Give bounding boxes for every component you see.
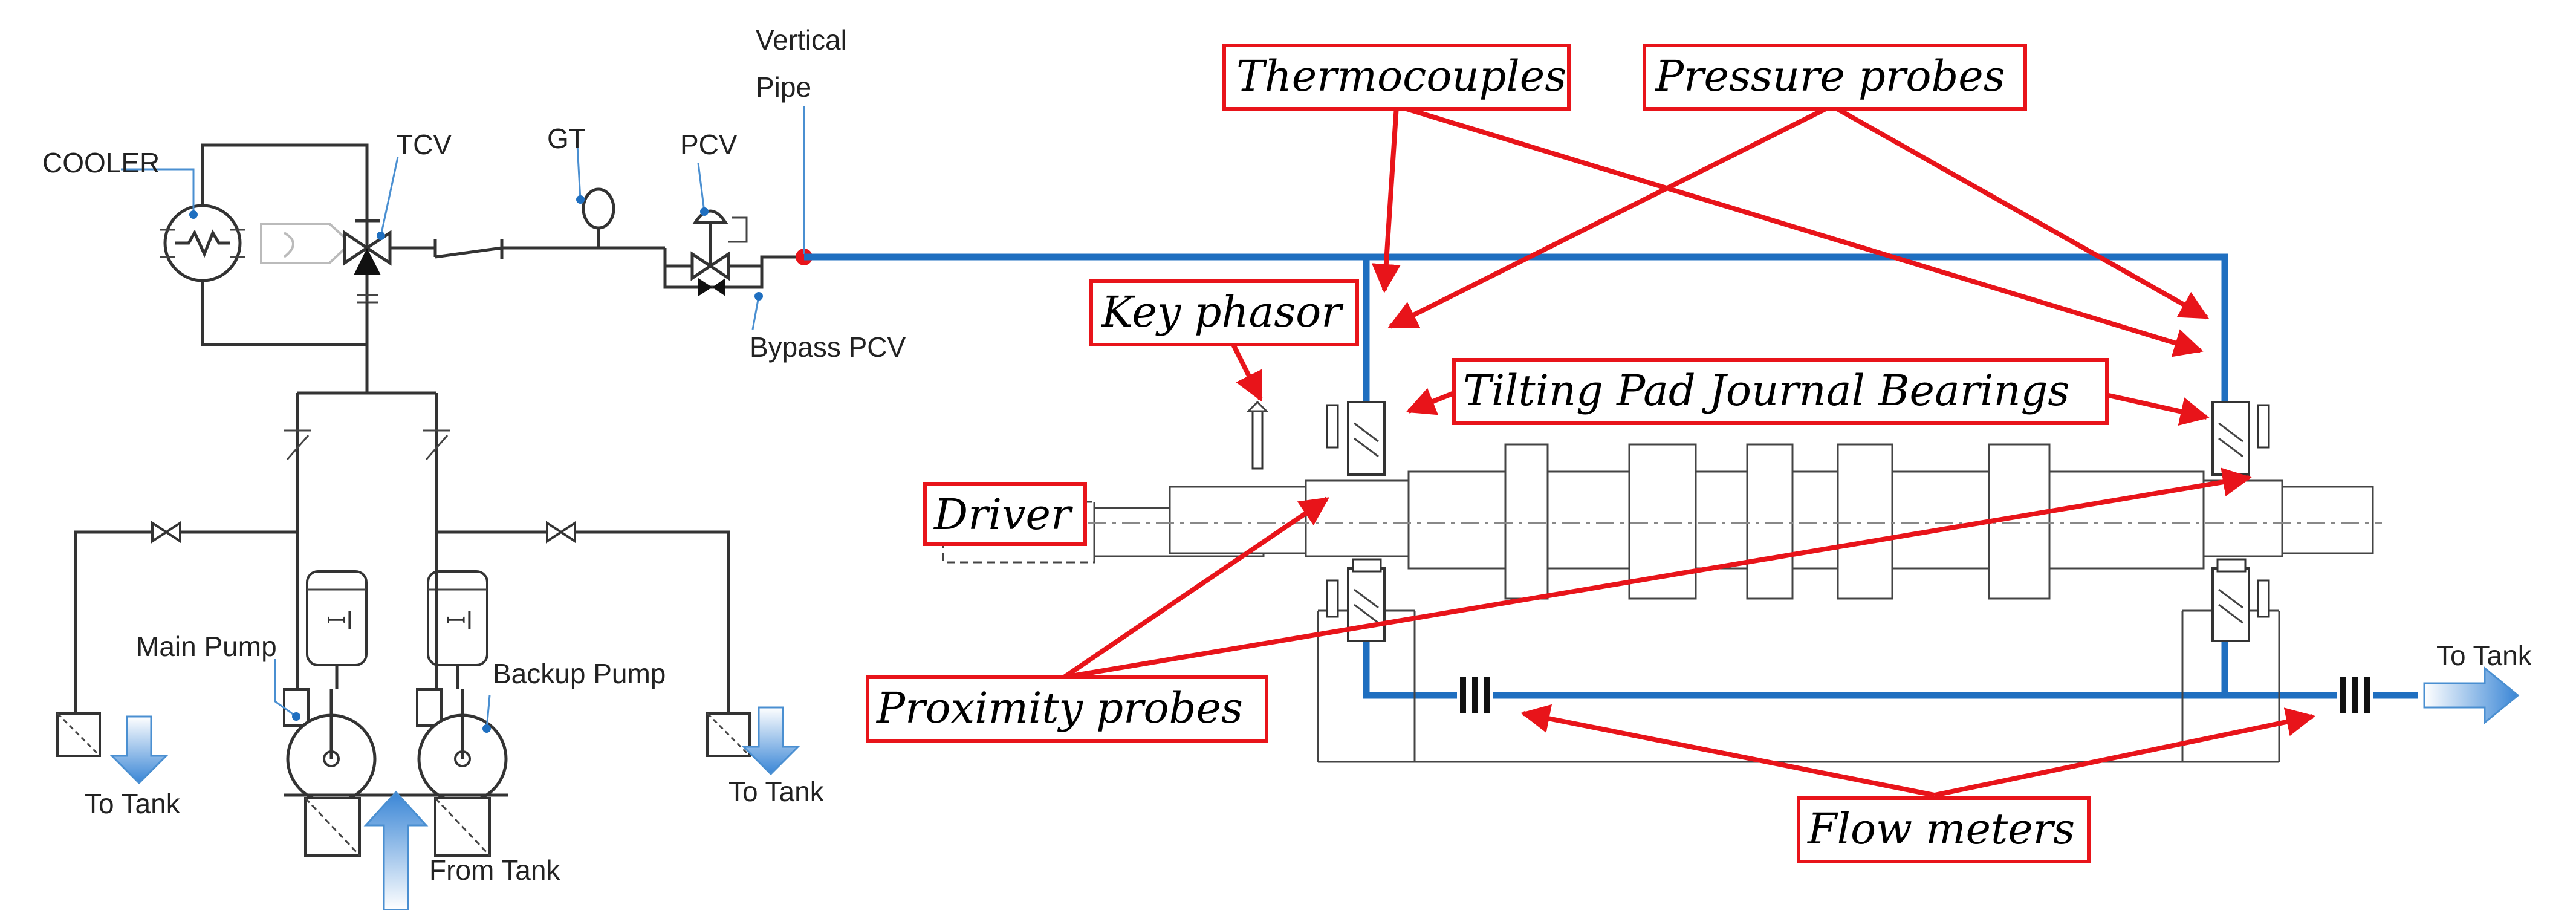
svg-text:ꟷI: ꟷI	[326, 607, 353, 635]
pcv-valve-icon	[690, 209, 748, 281]
gt-label: GT	[547, 123, 586, 154]
gate-valve-right-icon	[546, 521, 576, 544]
svg-text:Tilting Pad Journal Bearings: Tilting Pad Journal Bearings	[1463, 366, 2069, 415]
callout-driver: Driver	[923, 482, 1087, 546]
oil-supply-schematic: ꟷI ꟷI	[42, 24, 906, 910]
gate-valve-left-icon	[151, 521, 181, 544]
tcv-label: TCV	[396, 129, 452, 160]
check-valve-icon	[433, 239, 504, 259]
main-pump-icon	[283, 688, 377, 857]
main-pump-label: Main Pump	[136, 631, 277, 662]
main-pump-motor-icon: ꟷI	[306, 570, 368, 666]
cooler-label: COOLER	[42, 147, 160, 178]
svg-text:Key phasor: Key phasor	[1100, 287, 1343, 337]
oil-supply-line	[804, 253, 2228, 411]
filter-left-icon	[56, 712, 101, 757]
key-phasor-probe-icon	[1246, 400, 1269, 470]
vertical-pipe-label-2: Pipe	[756, 71, 811, 103]
callout-arrows	[1062, 103, 2315, 798]
callout-flow-meters: Flow meters	[1797, 796, 2091, 863]
svg-text:Thermocouples: Thermocouples	[1236, 51, 1566, 101]
drain-arrow-right-icon	[741, 706, 800, 776]
gauge-icon	[582, 187, 615, 248]
callout-tilting-pad: Tilting Pad Journal Bearings	[1452, 358, 2109, 425]
flow-meter-left-icon	[1457, 677, 1493, 713]
callout-proximity-probes: Proximity probes	[866, 675, 1268, 743]
bypass-pcv-label: Bypass PCV	[750, 331, 906, 363]
drain-arrow-left-icon	[109, 715, 169, 785]
svg-text:Flow meters: Flow meters	[1806, 804, 2075, 854]
bearing-right-icon	[2211, 401, 2270, 642]
pcv-label: PCV	[680, 129, 738, 160]
to-tank-mid-label: To Tank	[728, 776, 825, 807]
filter-right-icon	[706, 712, 751, 757]
callout-key-phasor: Key phasor	[1089, 279, 1359, 346]
callout-thermocouples: Thermocouples	[1222, 44, 1571, 111]
flow-meter-right-icon	[2337, 677, 2373, 713]
rotor-test-rig: To Tank Thermocouples Pressure probes	[804, 44, 2532, 863]
svg-text:Proximity probes: Proximity probes	[875, 683, 1243, 733]
to-tank-right-label: To Tank	[2436, 640, 2532, 671]
bypass-valve-icon	[698, 278, 725, 296]
from-tank-arrow-icon	[363, 790, 429, 910]
backup-pump-motor-icon: ꟷI	[427, 570, 488, 666]
callout-pressure-probes: Pressure probes	[1643, 44, 2027, 111]
svg-text:Driver: Driver	[933, 490, 1073, 539]
tcv-valve-icon	[343, 219, 392, 304]
backup-pump-label: Backup Pump	[493, 658, 666, 689]
cooler-icon	[160, 204, 245, 282]
svg-text:ꟷI: ꟷI	[446, 607, 473, 635]
tcv-actuator-icon	[260, 223, 352, 264]
to-tank-left-label: To Tank	[85, 788, 181, 819]
to-tank-arrow-right-icon	[2423, 666, 2520, 725]
svg-text:Pressure probes: Pressure probes	[1654, 51, 2005, 101]
oil-drain-line	[1363, 629, 2418, 699]
backup-pump-icon	[416, 688, 508, 857]
vertical-pipe-label-1: Vertical	[756, 24, 847, 56]
from-tank-label: From Tank	[429, 854, 560, 886]
